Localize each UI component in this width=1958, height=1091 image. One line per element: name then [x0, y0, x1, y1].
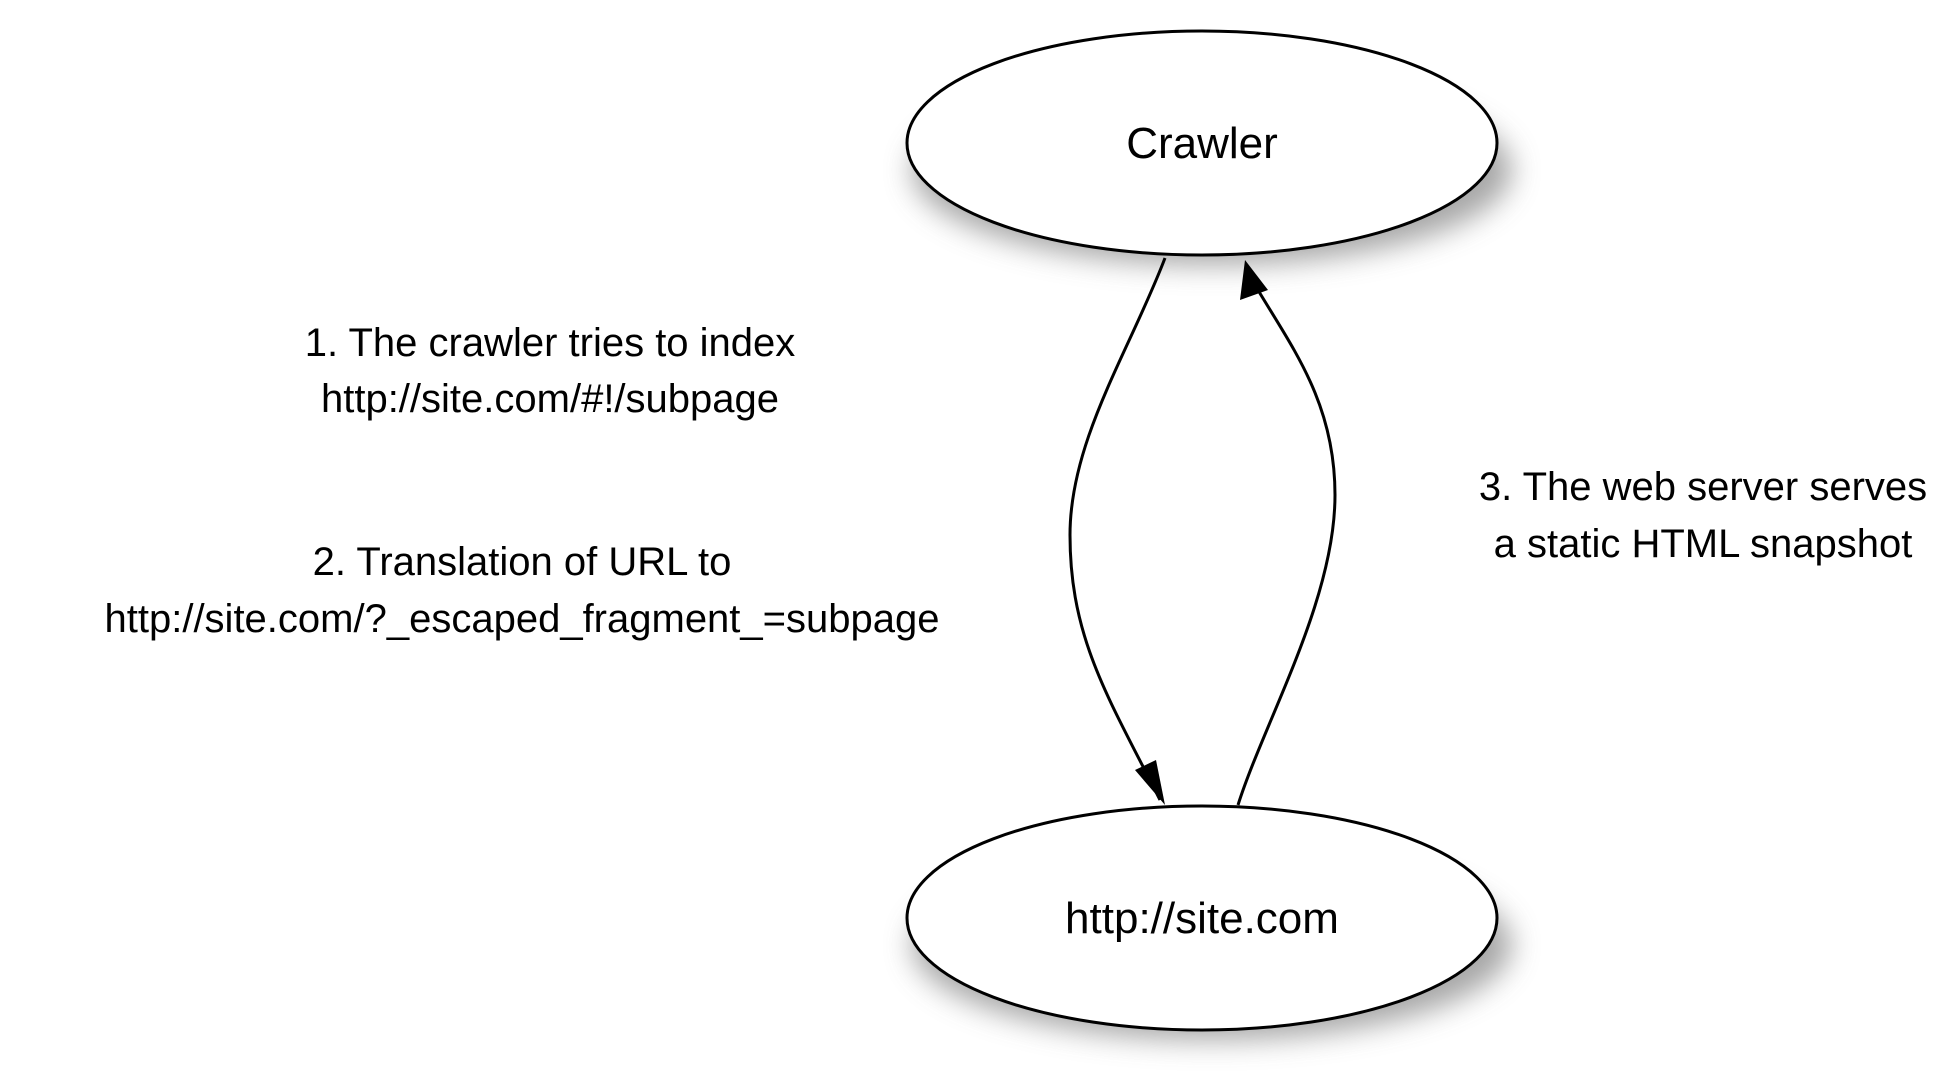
request-edge: [1068, 257, 1167, 801]
site-node: http://site.com: [905, 804, 1512, 1040]
crawler-node: Crawler: [905, 29, 1512, 265]
step2-label-line1: 2. Translation of URL to: [313, 540, 732, 584]
crawler-node-shape: [905, 29, 1499, 257]
step3-label-line1: 3. The web server serves: [1479, 465, 1927, 509]
step2-label-line2: http://site.com/?_escaped_fragment_=subp…: [105, 597, 940, 641]
crawler-node-label: Crawler: [1126, 119, 1278, 168]
site-node-label: http://site.com: [1065, 894, 1339, 943]
site-node-shape: [905, 804, 1499, 1032]
step1-label-line2: http://site.com/#!/subpage: [321, 377, 779, 421]
response-edge: [1236, 279, 1337, 806]
response-arrowhead: [1240, 260, 1268, 300]
step3-label-line2: a static HTML snapshot: [1494, 522, 1913, 566]
request-arrowhead: [1135, 760, 1165, 805]
step1-label-line1: 1. The crawler tries to index: [305, 321, 796, 365]
